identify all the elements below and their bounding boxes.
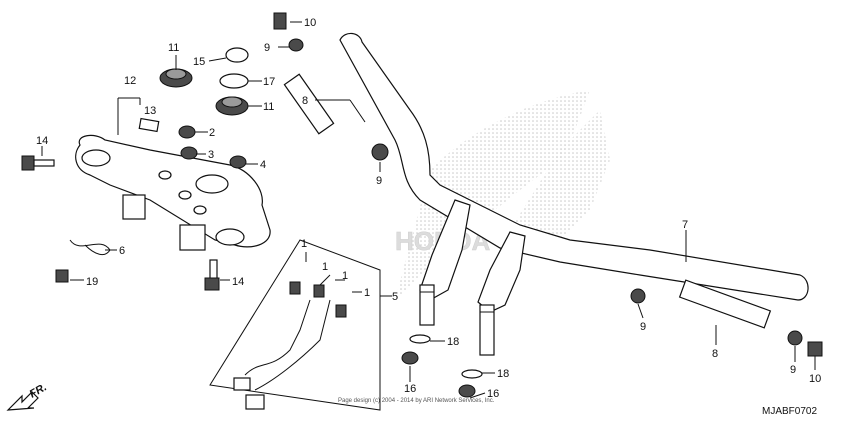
callout-6: 6 [119, 245, 125, 257]
top-bridge[interactable] [75, 134, 271, 251]
wire-clamp-6[interactable] [55, 239, 111, 283]
callout-8b: 8 [712, 348, 718, 360]
callout-9d: 9 [790, 364, 796, 376]
callout-19: 19 [86, 276, 98, 288]
washers-16-18[interactable] [401, 334, 483, 398]
callout-17: 17 [263, 76, 275, 88]
callout-3: 3 [208, 149, 214, 161]
callout-11b: 11 [263, 101, 274, 113]
callout-7: 7 [682, 219, 688, 231]
callout-9a: 9 [264, 42, 270, 54]
callout-14b: 14 [232, 276, 244, 288]
callout-12: 12 [124, 75, 136, 87]
leader-lines [41, 21, 816, 399]
diagram-code: MJABF0702 [762, 406, 817, 417]
callout-9b: 9 [376, 175, 382, 187]
callout-15: 15 [193, 56, 205, 68]
callout-9c: 9 [640, 321, 646, 333]
copyright-text: Page design (c) 2004 - 2014 by ARI Netwo… [338, 398, 495, 404]
callout-1b: 1 [342, 270, 348, 282]
callout-18b: 18 [497, 368, 509, 380]
callout-2: 2 [209, 127, 215, 139]
bar-end-upper[interactable] [273, 12, 389, 161]
callout-16b: 16 [487, 388, 499, 400]
direction-label: FR. [28, 381, 49, 400]
callout-1c: 1 [364, 287, 370, 299]
harness-box[interactable] [209, 239, 381, 411]
front-direction-indicator: FR. [6, 381, 49, 411]
callout-1a: 1 [301, 238, 307, 250]
callout-16a: 16 [404, 383, 416, 395]
handlebar[interactable] [339, 32, 809, 356]
bolt-14-right[interactable] [204, 259, 220, 291]
grommets[interactable] [138, 117, 247, 169]
callout-8a: 8 [302, 95, 308, 107]
callout-18a: 18 [447, 336, 459, 348]
callout-11a: 11 [168, 42, 179, 54]
bolt-14-left[interactable] [21, 155, 55, 171]
callout-5: 5 [392, 291, 398, 303]
callout-13: 13 [144, 105, 156, 117]
callout-4: 4 [260, 159, 266, 171]
callout-10b: 10 [809, 373, 821, 385]
callout-10a: 10 [304, 17, 316, 29]
callout-labels: 1 1 1 1 2 3 4 5 6 7 8 8 9 9 9 9 10 10 11… [36, 17, 821, 400]
arrow-icon [6, 391, 39, 411]
callout-1d: 1 [322, 261, 328, 273]
callout-14a: 14 [36, 135, 48, 147]
